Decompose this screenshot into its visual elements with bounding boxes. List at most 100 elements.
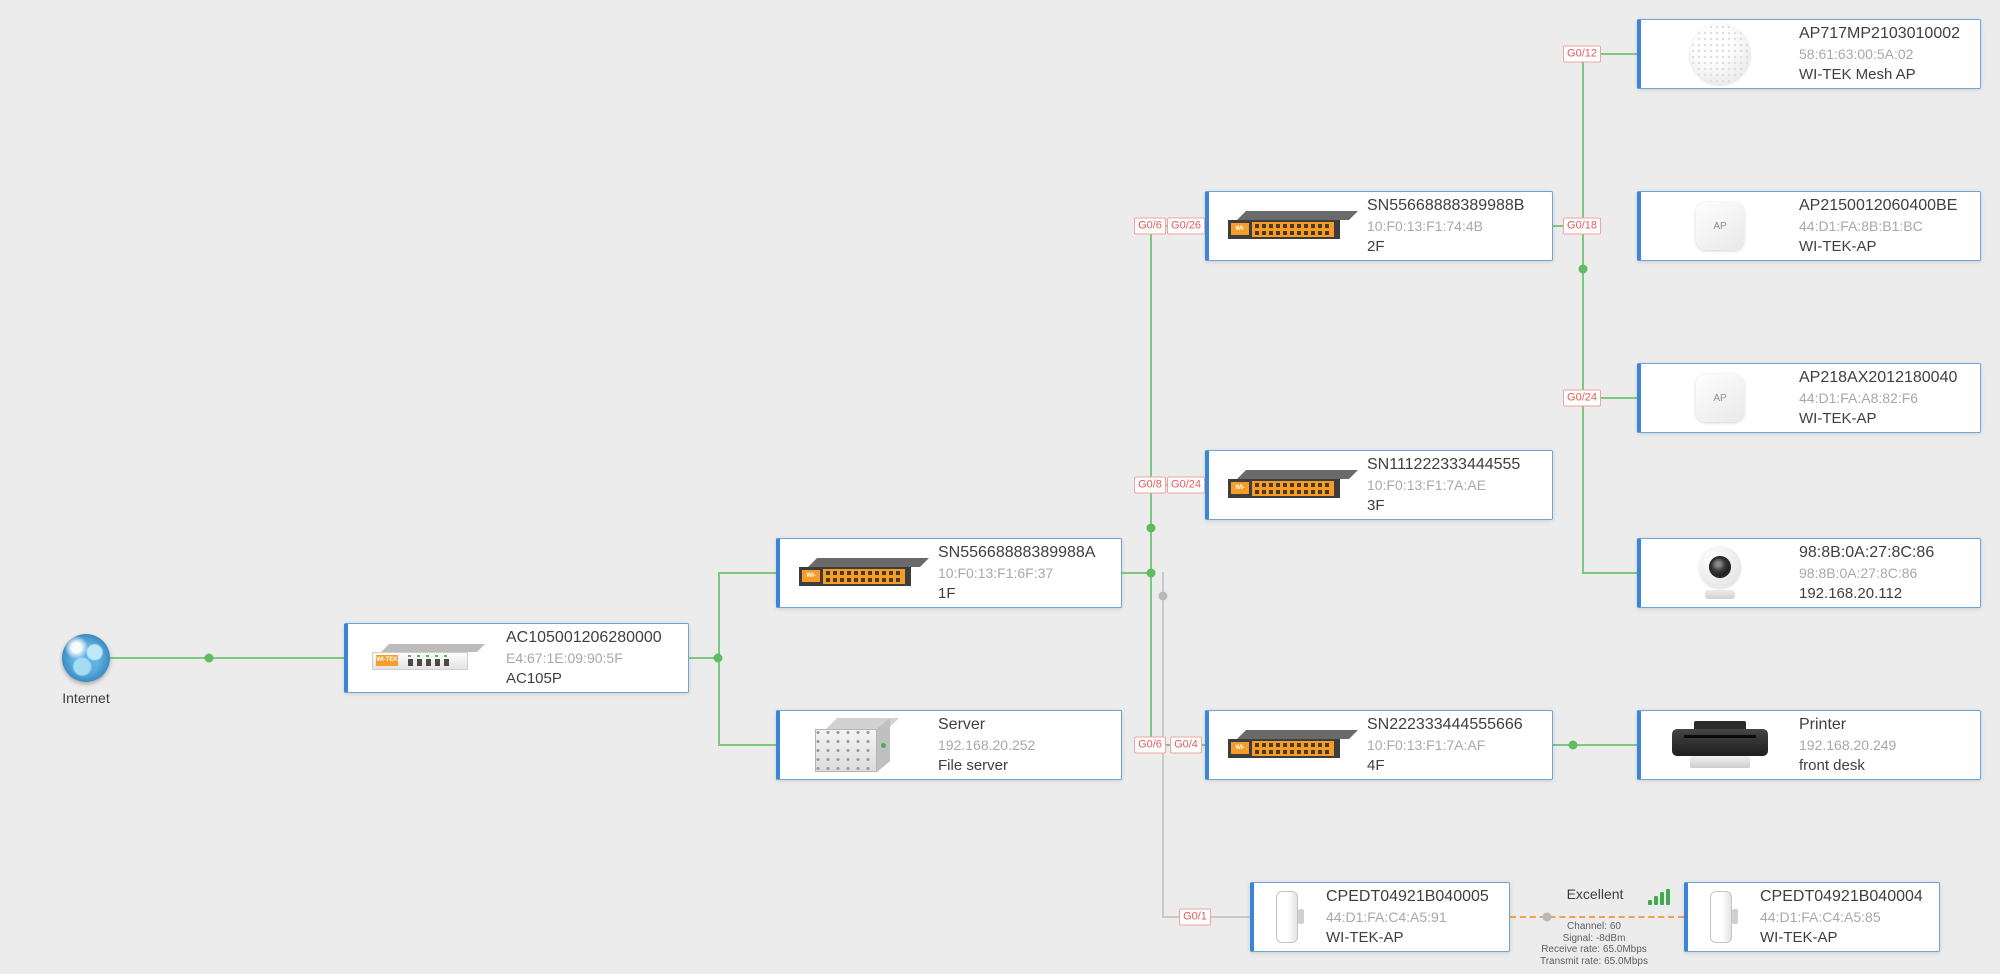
node-mac: 44:D1:FA:A8:82:F6 [1799,390,1919,406]
node-cpe-040005[interactable]: CPEDT04921B040005 44:D1:FA:C4:A5:91 WI-T… [1250,882,1510,952]
node-mac: 44:D1:FA:C4:A5:85 [1760,909,1881,925]
mesh-ap-icon [1641,24,1799,84]
port-label-g0-6-2f: G0/6 [1134,217,1166,235]
internet-globe-icon[interactable] [62,634,110,682]
wireless-signal: Signal: -8dBm [1562,932,1626,944]
node-title: SN222333444555666 [1367,716,1523,733]
wireless-transmit-rate: Transmit rate: 65.0Mbps [1539,955,1648,967]
node-name: 4F [1367,757,1385,774]
node-name: 3F [1367,497,1385,514]
ap-icon-label: AP [1713,220,1727,232]
node-switch-1f[interactable]: WI-TEK SN55668888389988A 10:F0:13:F1:6F:… [776,538,1122,608]
wi-tek-logo: WI-TEK [1231,742,1249,754]
right-vertical [1582,53,1584,574]
node-name: AC105P [506,670,562,687]
node-title: SN55668888389988B [1367,197,1525,214]
traffic-dot [1146,568,1156,578]
link-mesh-ap [1582,53,1637,55]
port-label-g0-1: G0/1 [1179,908,1211,926]
node-printer[interactable]: Printer 192.168.20.249 front desk [1637,710,1981,780]
traffic-dot [1568,740,1578,750]
node-title: SN55668888389988A [938,544,1096,561]
node-name: 1F [938,585,956,602]
link-branch-switch-1f [718,572,776,574]
wi-tek-logo: WI-TEK [802,570,820,582]
node-mac: 10:F0:13:F1:74:4B [1367,218,1483,234]
cpe-icon [1688,890,1760,944]
wireless-channel: Channel: 60 [1567,921,1621,932]
node-mac: 98:8B:0A:27:8C:86 [1799,565,1918,581]
wi-tek-logo: WI-TEK [1231,482,1249,494]
wireless-receive-rate: Receive rate: 65.0Mbps [1541,944,1647,955]
node-mac: 192.168.20.252 [938,737,1036,753]
link-camera [1582,572,1637,574]
node-title: AP2150012060400BE [1799,197,1958,214]
switch-icon: WI-TEK [1209,211,1367,241]
port-label-g0-18: G0/18 [1563,217,1601,235]
port-label-g0-8: G0/8 [1134,476,1166,494]
link-switch-4f-printer [1553,744,1637,746]
wireless-link-dashed [1510,916,1684,918]
traffic-dot [204,653,214,663]
node-title: AP218AX2012180040 [1799,369,1958,386]
port-label-g0-24-ap: G0/24 [1563,389,1601,407]
traffic-dot [1578,264,1588,274]
link-internet-ac [110,657,344,659]
traffic-dot [1146,523,1156,533]
node-mac: 58:61:63:00:5A:02 [1799,46,1914,62]
signal-bars-icon [1648,889,1670,905]
traffic-dot-gray [1158,591,1168,601]
node-title: 98:8B:0A:27:8C:86 [1799,544,1935,561]
node-mac: E4:67:1E:09:90:5F [506,650,623,666]
access-point-icon: AP [1641,374,1799,422]
node-mac: 44:D1:FA:C4:A5:91 [1326,909,1447,925]
node-ac105p[interactable]: WI-TEK AC105001206280000 E4:67:1E:09:90:… [344,623,689,693]
node-ap218[interactable]: AP AP218AX2012180040 44:D1:FA:A8:82:F6 W… [1637,363,1981,433]
wireless-quality-label: Excellent [1566,886,1624,902]
link-switch-1f-trunk [1122,572,1152,574]
node-cpe-040004[interactable]: CPEDT04921B040004 44:D1:FA:C4:A5:85 WI-T… [1684,882,1940,952]
node-camera[interactable]: 98:8B:0A:27:8C:86 98:8B:0A:27:8C:86 192.… [1637,538,1981,608]
node-title: AP717MP2103010002 [1799,25,1961,42]
node-name: WI-TEK-AP [1799,410,1877,427]
switch-icon: WI-TEK [1209,470,1367,500]
node-ap215[interactable]: AP AP2150012060400BE 44:D1:FA:8B:B1:BC W… [1637,191,1981,261]
node-name: WI-TEK-AP [1799,238,1877,255]
node-name: 192.168.20.112 [1799,585,1903,602]
port-label-g0-6-4f: G0/6 [1134,736,1166,754]
node-name: front desk [1799,757,1865,774]
node-mesh-ap[interactable]: AP717MP2103010002 58:61:63:00:5A:02 WI-T… [1637,19,1981,89]
node-mac: 44:D1:FA:8B:B1:BC [1799,218,1923,234]
traffic-dot [713,653,723,663]
ap-icon-label: AP [1713,392,1727,404]
wireless-link-details: Channel: 60 Signal: -8dBm Receive rate: … [1519,921,1669,967]
link-ac-branch [689,657,719,659]
wi-tek-logo: WI-TEK [1231,223,1249,235]
node-switch-3f[interactable]: WI-TEK SN111222333444555 10:F0:13:F1:7A:… [1205,450,1553,520]
node-switch-2f[interactable]: WI-TEK SN55668888389988B 10:F0:13:F1:74:… [1205,191,1553,261]
node-title: AC105001206280000 [506,629,662,646]
port-label-g0-24-3f: G0/24 [1167,476,1205,494]
node-title: CPEDT04921B040005 [1326,888,1489,905]
node-mac: 192.168.20.249 [1799,737,1897,753]
node-name: WI-TEK-AP [1326,929,1404,946]
port-label-g0-26: G0/26 [1167,217,1205,235]
switch-icon: WI-TEK [1209,730,1367,760]
server-icon [780,718,938,772]
traffic-dot-gray [1542,912,1552,922]
port-label-g0-12: G0/12 [1563,45,1601,63]
port-label-g0-4: G0/4 [1170,736,1202,754]
node-title: Server [938,716,986,733]
node-file-server[interactable]: Server 192.168.20.252 File server [776,710,1122,780]
internet-label: Internet [62,690,110,706]
link-ap218 [1582,397,1637,399]
node-name: WI-TEK Mesh AP [1799,66,1916,83]
printer-icon [1641,721,1799,769]
node-name: File server [938,757,1009,774]
access-point-icon: AP [1641,202,1799,250]
router-icon: WI-TEK [348,644,506,672]
node-switch-4f[interactable]: WI-TEK SN222333444555666 10:F0:13:F1:7A:… [1205,710,1553,780]
switch-icon: WI-TEK [780,558,938,588]
node-title: CPEDT04921B040004 [1760,888,1923,905]
